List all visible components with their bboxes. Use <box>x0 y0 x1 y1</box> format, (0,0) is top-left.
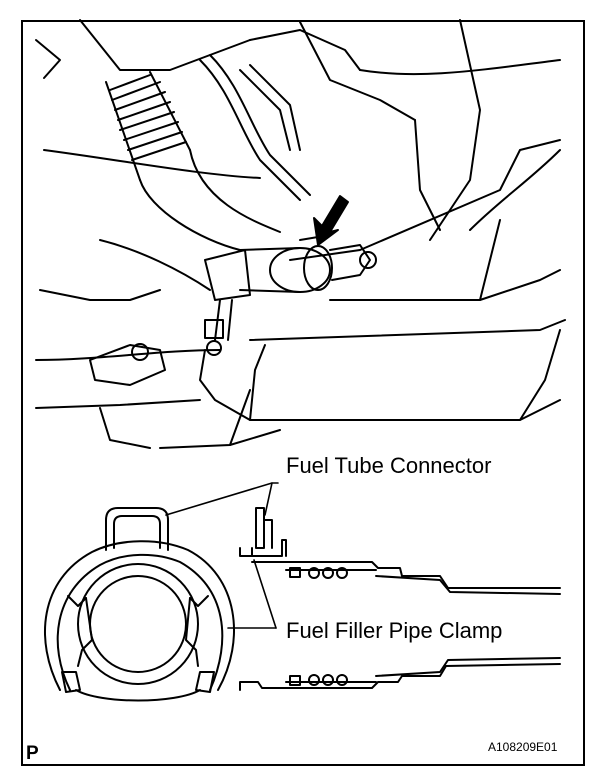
illustration-frame <box>21 20 585 766</box>
figure-code: A108209E01 <box>488 740 558 754</box>
fuel-tube-connector-label: Fuel Tube Connector <box>286 453 492 478</box>
connector-leader-line <box>165 482 279 516</box>
filler-hose-bellows <box>105 71 281 251</box>
pointer-arrow <box>313 195 349 246</box>
connector-leader-line-2 <box>264 482 273 516</box>
clamp-detail-view <box>44 507 235 702</box>
clamp-leader-line-2 <box>253 559 277 629</box>
pipe-cross-section <box>239 507 561 691</box>
corner-letter: P <box>26 743 39 764</box>
fuel-filler-pipe-clamp-label: Fuel Filler Pipe Clamp <box>286 618 503 643</box>
underbody-view <box>35 19 566 449</box>
fuel-tube-connector-area <box>204 234 377 341</box>
